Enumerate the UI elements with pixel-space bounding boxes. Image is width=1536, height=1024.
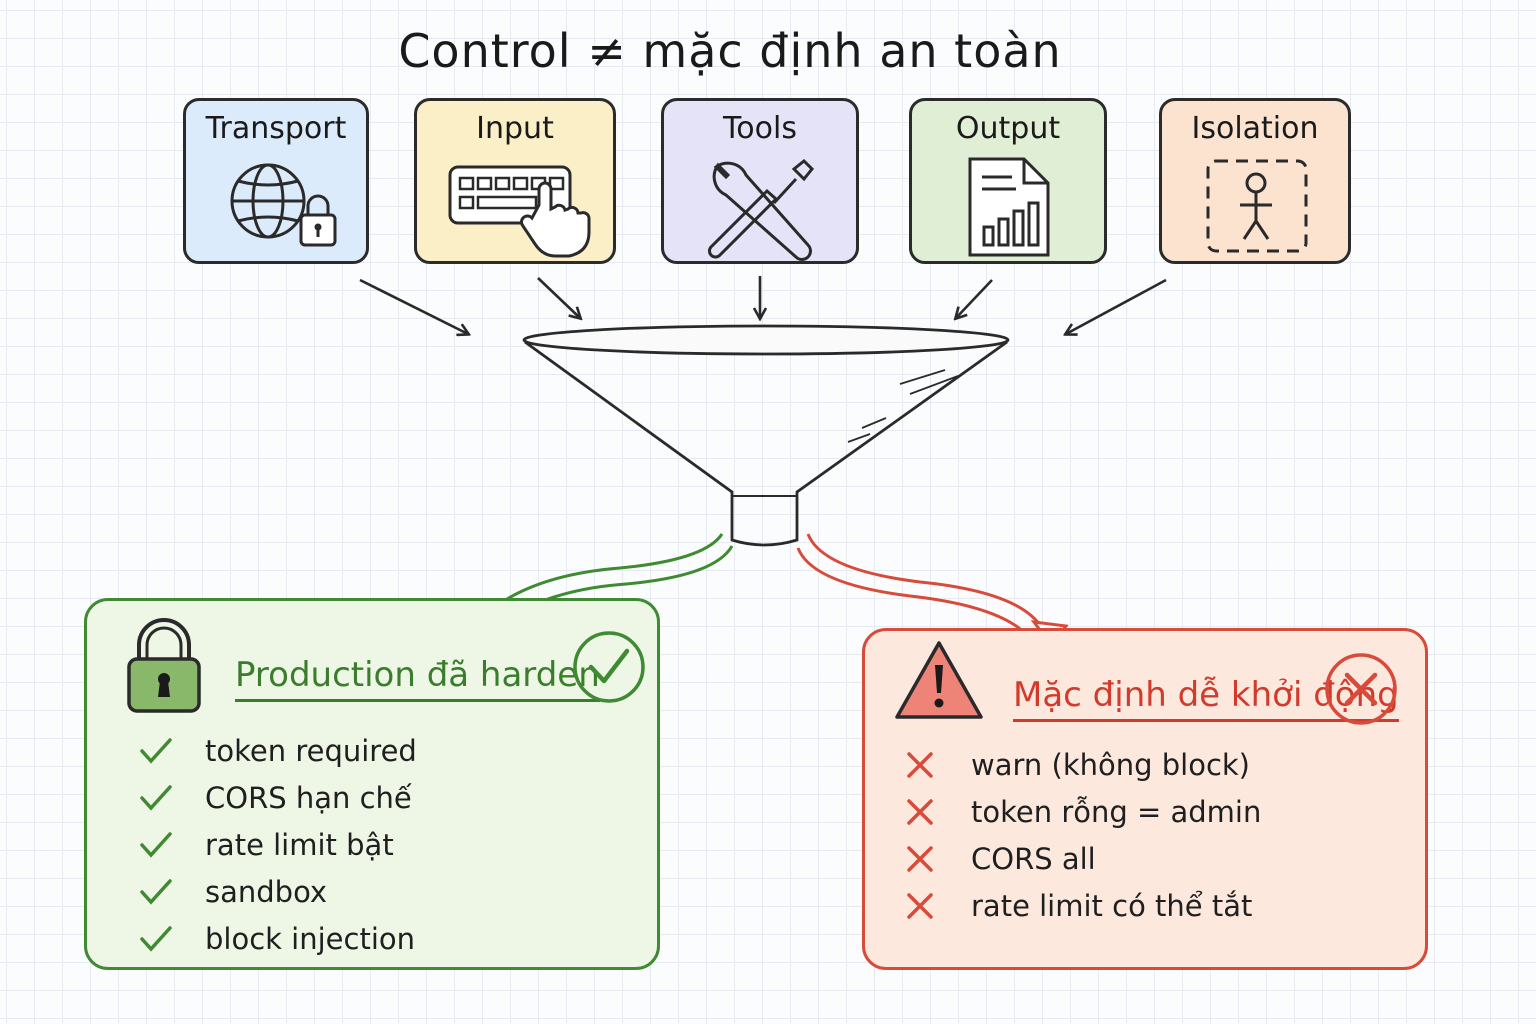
layer-tools: Tools — [661, 98, 859, 264]
warning-icon — [895, 641, 983, 719]
list-item-label: block injection — [205, 922, 415, 956]
document-chart-icon — [968, 157, 1050, 257]
arrow-input — [537, 277, 580, 318]
arrow-isolation — [1066, 278, 1167, 334]
layer-output: Output — [909, 98, 1107, 264]
x-icon — [907, 893, 933, 919]
x-circle-icon — [1325, 653, 1397, 725]
list-item: token rỗng = admin — [905, 792, 1261, 839]
list-item: sandbox — [139, 872, 417, 919]
list-item-label: token required — [205, 734, 417, 768]
keyboard-hand-icon — [448, 165, 591, 258]
list-item-label: sandbox — [205, 875, 328, 909]
layer-label: Output — [955, 111, 1061, 146]
x-icon — [907, 799, 933, 825]
list-item-label: rate limit có thể tắt — [971, 889, 1253, 923]
funnel-icon — [522, 324, 1010, 547]
check-icon — [140, 926, 172, 952]
list-item: rate limit bật — [139, 825, 417, 872]
padlock-icon — [127, 618, 201, 713]
arrow-transport — [359, 278, 468, 334]
layer-label: Transport — [205, 111, 347, 146]
check-icon — [140, 785, 172, 811]
x-icon — [907, 752, 933, 778]
defaults-list: warn (không block) token rỗng = admin CO… — [905, 745, 1261, 933]
layer-input: Input — [414, 98, 616, 264]
check-icon — [140, 832, 172, 858]
check-circle-icon — [573, 631, 645, 703]
list-item: warn (không block) — [905, 745, 1261, 792]
globe-lock-icon — [230, 163, 337, 247]
list-item: token required — [139, 731, 417, 778]
list-item-label: warn (không block) — [971, 748, 1250, 782]
list-item: block injection — [139, 919, 417, 966]
x-icon — [907, 846, 933, 872]
production-panel: Production đã harden token required CORS… — [84, 598, 660, 970]
list-item: CORS all — [905, 839, 1261, 886]
list-item-label: rate limit bật — [205, 828, 394, 862]
arrow-output — [956, 279, 993, 318]
list-item-label: token rỗng = admin — [971, 795, 1262, 829]
check-icon — [140, 879, 172, 905]
production-heading: Production đã harden — [235, 655, 600, 702]
production-list: token required CORS hạn chế rate limit b… — [139, 731, 417, 966]
defaults-panel: Mặc định dễ khởi động warn (không block)… — [862, 628, 1428, 970]
layer-label: Input — [476, 111, 554, 146]
layer-transport: Transport — [183, 98, 369, 264]
check-icon — [140, 738, 172, 764]
list-item: rate limit có thể tắt — [905, 886, 1261, 933]
wrench-screwdriver-icon — [708, 158, 815, 261]
isolated-person-icon — [1206, 159, 1308, 253]
layer-label: Isolation — [1191, 111, 1319, 146]
list-item-label: CORS all — [971, 842, 1096, 876]
page-title: Control ≠ mặc định an toàn — [398, 24, 1062, 78]
list-item-label: CORS hạn chế — [205, 781, 412, 815]
layer-isolation: Isolation — [1159, 98, 1351, 264]
layer-label: Tools — [723, 111, 797, 146]
list-item: CORS hạn chế — [139, 778, 417, 825]
